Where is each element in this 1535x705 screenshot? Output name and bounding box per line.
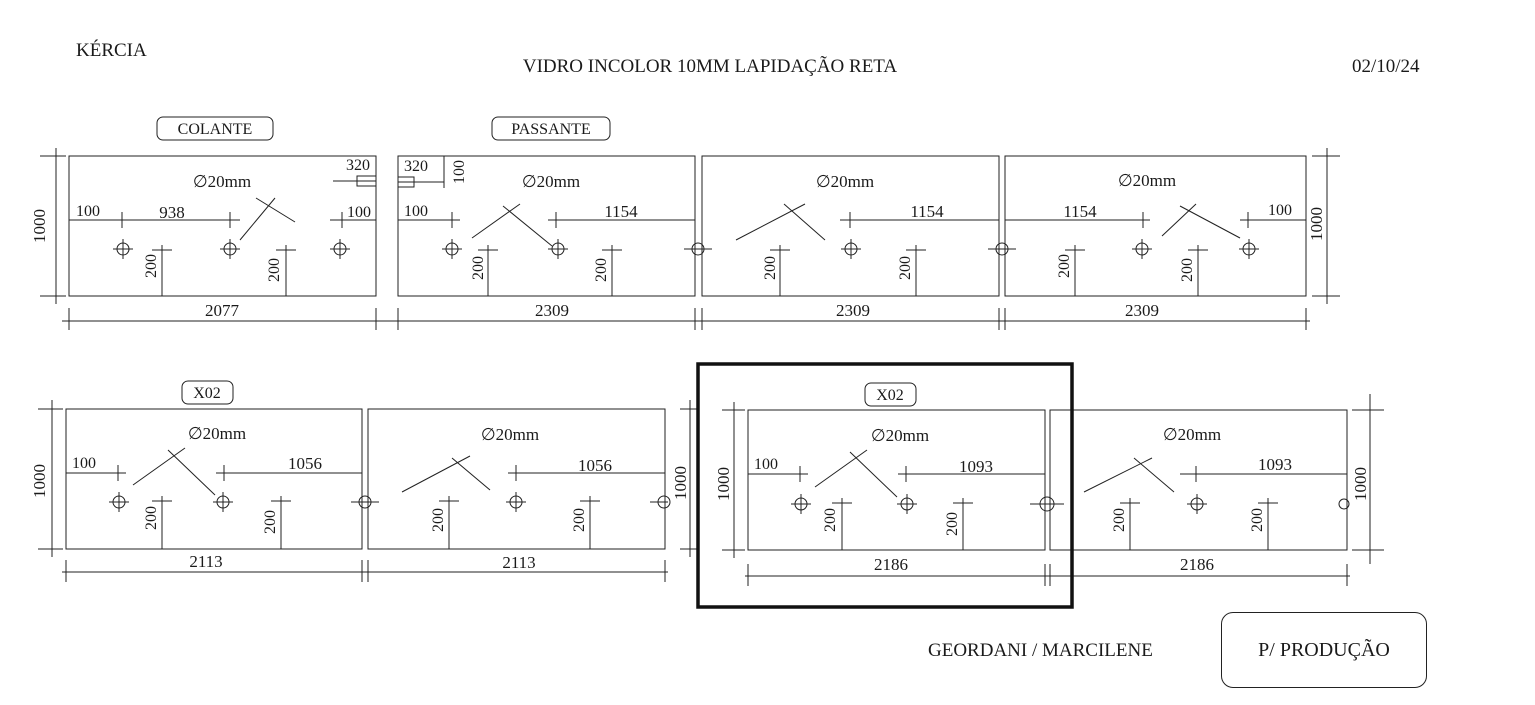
hole-label-panel-4: ∅20mm: [1118, 171, 1176, 190]
dim-p4-right: 100: [1268, 202, 1292, 219]
responsible-names: GEORDANI / MARCILENE: [928, 640, 1153, 661]
tag-x02-a: X02: [193, 385, 221, 402]
dim-p3-drop-1: 200: [762, 256, 779, 280]
dim-p8-right-span: 1093: [1258, 455, 1292, 474]
dim-p2-left: 100: [404, 203, 428, 220]
dim-p7-drop-1: 200: [822, 508, 839, 532]
height-label-row1-left: 1000: [30, 209, 49, 243]
dim-p4-drop-1: 200: [1056, 254, 1073, 278]
dim-p6-drop-2: 200: [571, 508, 588, 532]
dim-p1-left: 100: [76, 203, 100, 220]
order-title: VIDRO INCOLOR 10MM LAPIDAÇÃO RETA: [522, 56, 898, 77]
dim-p6-right-span: 1056: [578, 456, 612, 475]
dim-p1-drop-2: 200: [266, 258, 283, 282]
panel-4: [1004, 155, 1307, 297]
dim-p4-left-span: 1154: [1063, 202, 1097, 221]
height-label-row2-right: 1000: [1351, 467, 1370, 501]
hole-label-panel-8: ∅20mm: [1163, 425, 1221, 444]
hole-label-panel-6: ∅20mm: [481, 425, 539, 444]
tag-colante: COLANTE: [178, 121, 253, 138]
dim-p2-right-span: 1154: [604, 202, 638, 221]
height-label-row2-mid: 1000: [671, 466, 690, 500]
dim-p7-right-span: 1093: [959, 457, 993, 476]
tag-passante: PASSANTE: [511, 121, 590, 138]
dim-p6-drop-1: 200: [430, 508, 447, 532]
dim-p5-right-span: 1056: [288, 454, 322, 473]
dim-p1-drop-1: 200: [143, 254, 160, 278]
dim-p1-right: 100: [347, 204, 371, 221]
height-label-row2-inner: 1000: [714, 467, 733, 501]
panel-7: [747, 409, 1046, 551]
production-status-label: P/ PRODUÇÃO: [1258, 638, 1390, 661]
panel-6: [367, 408, 666, 550]
width-label-panel-2: 2309: [535, 301, 569, 320]
hole-label-panel-3: ∅20mm: [816, 172, 874, 191]
panel-2: [397, 155, 696, 297]
dim-p8-drop-1: 200: [1111, 508, 1128, 532]
height-label-row1-right: 1000: [1307, 207, 1326, 241]
panel-3: [701, 155, 1000, 297]
tag-box-x02-a: [181, 380, 234, 405]
dim-p8-drop-2: 200: [1249, 508, 1266, 532]
width-label-panel-8: 2186: [1180, 555, 1214, 574]
dim-p7-left: 100: [754, 456, 778, 473]
dim-p5-drop-1: 200: [143, 506, 160, 530]
dim-p2-top-left: 320: [404, 158, 428, 175]
order-date: 02/10/24: [1352, 56, 1420, 77]
production-status-box: P/ PRODUÇÃO: [1221, 612, 1427, 688]
dim-p5-left: 100: [72, 455, 96, 472]
tag-box-passante: [491, 116, 611, 141]
dim-p3-drop-2: 200: [897, 256, 914, 280]
dim-p2-drop-1: 200: [470, 256, 487, 280]
hole-label-panel-1: ∅20mm: [193, 172, 251, 191]
highlight-frame: [696, 362, 1074, 609]
hole-label-panel-5: ∅20mm: [188, 424, 246, 443]
width-label-panel-7: 2186: [874, 555, 908, 574]
dim-p7-drop-2: 200: [944, 512, 961, 536]
dim-p2-drop-2: 200: [593, 258, 610, 282]
width-label-panel-6: 2113: [502, 553, 535, 572]
hole-label-panel-7: ∅20mm: [871, 426, 929, 445]
dim-p1-top-right: 320: [346, 157, 370, 174]
dim-p2-top-left-v: 100: [451, 160, 468, 184]
hole-label-panel-2: ∅20mm: [522, 172, 580, 191]
dim-p1-mid: 938: [159, 203, 185, 222]
panel-5: [65, 408, 363, 550]
panel-1: [68, 155, 377, 297]
dim-p4-drop-2: 200: [1179, 258, 1196, 282]
dim-p5-drop-2: 200: [262, 510, 279, 534]
tag-box-colante: [156, 116, 274, 141]
width-label-panel-1: 2077: [205, 301, 240, 320]
width-label-panel-5: 2113: [189, 552, 222, 571]
height-label-row2-left: 1000: [30, 464, 49, 498]
dim-p3-right-span: 1154: [910, 202, 944, 221]
width-label-panel-4: 2309: [1125, 301, 1159, 320]
client-name: KÉRCIA: [76, 40, 147, 61]
tag-box-x02-b: [864, 382, 917, 407]
panel-8: [1049, 409, 1348, 551]
tag-x02-b: X02: [876, 387, 904, 404]
width-label-panel-3: 2309: [836, 301, 870, 320]
